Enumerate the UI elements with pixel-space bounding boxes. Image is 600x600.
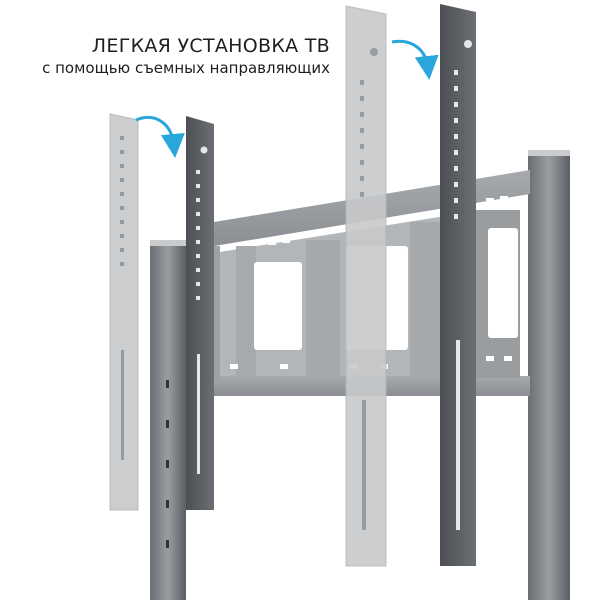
headline-line-1: ЛЕГКАЯ УСТАНОВКА ТВ xyxy=(91,35,330,57)
mount-plate xyxy=(190,170,530,396)
curved-arrow-icon xyxy=(391,39,439,80)
rail-right xyxy=(440,4,476,566)
headline: ЛЕГКАЯ УСТАНОВКА ТВ с помощью съемных на… xyxy=(0,34,330,78)
ghost-rail-left xyxy=(109,113,139,511)
rail-left xyxy=(186,116,214,510)
stand-post-left xyxy=(150,240,186,600)
curved-arrow-icon xyxy=(135,116,185,158)
stand-post-right xyxy=(528,150,570,600)
headline-line-2: с помощью съемных направляющих xyxy=(42,59,330,77)
ghost-rail-right xyxy=(345,5,387,567)
